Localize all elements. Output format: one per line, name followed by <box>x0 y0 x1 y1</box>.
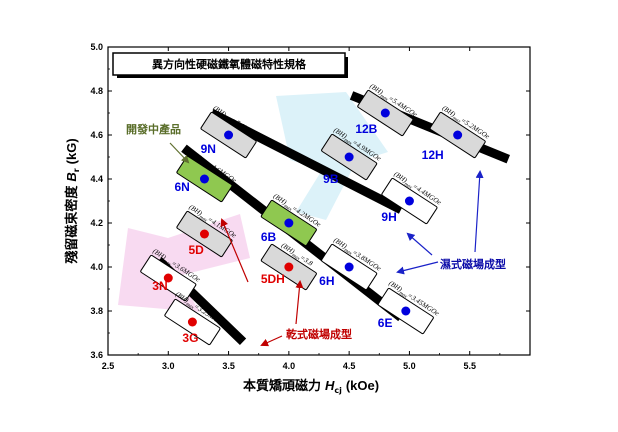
chart-title-box: 異方向性硬磁鐵氧體磁特性規格 <box>112 52 348 78</box>
y-axis-title-main: 殘留磁束密度 <box>64 185 80 264</box>
arrow-dry-1 <box>260 335 283 347</box>
data-point-9H <box>404 196 414 206</box>
bh-sub: max <box>403 182 413 191</box>
x-axis-title-sub: cj <box>334 386 342 395</box>
bh-sub: max <box>198 160 208 169</box>
arrow-dry-2 <box>295 280 304 325</box>
y-axis-title: 殘留磁束密度 Br (kG) <box>64 138 81 263</box>
y-axis-title-symbol: B <box>64 172 79 181</box>
y-tick-label-5: 4.6 <box>90 130 103 140</box>
grade-label-9B: 9B <box>323 172 339 186</box>
grade-label-5D: 5D <box>188 243 204 257</box>
bh-sub: max <box>222 116 232 125</box>
y-tick-label-3: 4.2 <box>90 218 103 228</box>
x-tick-label-2: 3.5 <box>222 361 235 371</box>
bh-sub: max <box>282 204 292 213</box>
ticks-layer: 2.5 3.0 3.5 4.0 4.5 5.0 5.5 3.6 3.8 4.0 4.2 4.4 4.6 4… <box>90 42 530 371</box>
data-point-12H <box>453 130 463 140</box>
arrow-wet-2 <box>406 232 433 256</box>
bh-sub: max <box>198 215 208 224</box>
points-layer <box>163 108 463 327</box>
labels-layer: 3N 3G 5D 5DH 9N 6N 6B 9B 6H 9H 12B 12H 6E <box>152 122 443 345</box>
x-tick-label-1: 3.0 <box>162 361 175 371</box>
x-tick-label-5: 5.0 <box>403 361 416 371</box>
grade-label-3N: 3N <box>152 279 167 293</box>
bh-sub: max <box>343 138 353 147</box>
bh-sub: max <box>379 94 389 103</box>
annotation-new-product: 開發中產品 <box>126 122 181 136</box>
chart-title: 異方向性硬磁鐵氧體磁特性規格 <box>152 57 307 71</box>
grade-label-6E: 6E <box>378 316 393 330</box>
data-point-6H <box>344 262 354 272</box>
arrow-wet-1 <box>396 261 439 275</box>
bh-sub: max <box>162 259 172 268</box>
data-point-6N <box>199 174 209 184</box>
x-tick-label-6: 5.5 <box>463 361 476 371</box>
y-tick-label-7: 5.0 <box>90 42 103 52</box>
grade-label-9N: 9N <box>201 142 216 156</box>
y-axis-title-unit: (kG) <box>64 138 79 164</box>
x-axis-title: 本質矯頑磁力 Hcj (kOe) <box>243 378 379 395</box>
grade-label-6H: 6H <box>319 274 334 288</box>
annotation-dry: 乾式磁場成型 <box>286 327 352 341</box>
arrow-dry-3 <box>220 218 249 283</box>
grade-label-6N: 6N <box>174 180 189 194</box>
grade-label-3G: 3G <box>182 331 198 345</box>
arrow-new-product <box>169 142 190 164</box>
data-point-5DH <box>284 262 294 272</box>
data-point-9B <box>344 152 354 162</box>
y-axis-title-sub: r <box>72 168 81 172</box>
data-point-6B <box>284 218 294 228</box>
data-point-3N <box>163 273 173 283</box>
y-tick-label-1: 3.8 <box>90 306 103 316</box>
grade-label-9H: 9H <box>381 210 396 224</box>
grade-label-5DH: 5DH <box>261 272 285 286</box>
x-axis-title-unit: (kOe) <box>346 378 379 393</box>
y-tick-label-4: 4.4 <box>90 174 103 184</box>
y-tick-label-2: 4.0 <box>90 262 103 272</box>
data-point-6E <box>401 306 411 316</box>
arrow-wet-3 <box>474 170 484 253</box>
x-axis-title-main: 本質矯頑磁力 <box>243 378 321 394</box>
y-tick-label-6: 4.8 <box>90 86 103 96</box>
bh-sub: max <box>290 253 300 262</box>
bh-sub: max <box>451 116 461 125</box>
data-point-9N <box>224 130 234 140</box>
x-tick-label-0: 2.5 <box>102 361 115 371</box>
bh-sub: max <box>398 291 408 300</box>
x-axis-title-symbol: H <box>325 378 335 393</box>
data-point-5D <box>199 229 209 239</box>
annotation-wet: 濕式磁場成型 <box>440 257 506 271</box>
data-point-3G <box>187 317 197 327</box>
grade-label-12H: 12H <box>422 148 444 162</box>
bh-sub: max <box>343 248 353 257</box>
x-tick-label-4: 4.5 <box>343 361 356 371</box>
y-tick-label-0: 3.6 <box>90 350 103 360</box>
x-tick-label-3: 4.0 <box>283 361 296 371</box>
grade-label-6B: 6B <box>261 230 277 244</box>
bh-sub: max <box>185 302 195 311</box>
grade-label-12B: 12B <box>355 122 377 136</box>
data-point-12B <box>380 108 390 118</box>
trend-band-2 <box>209 108 404 214</box>
grade-box-6N: (BH)max=4.6MGOe <box>176 148 238 203</box>
